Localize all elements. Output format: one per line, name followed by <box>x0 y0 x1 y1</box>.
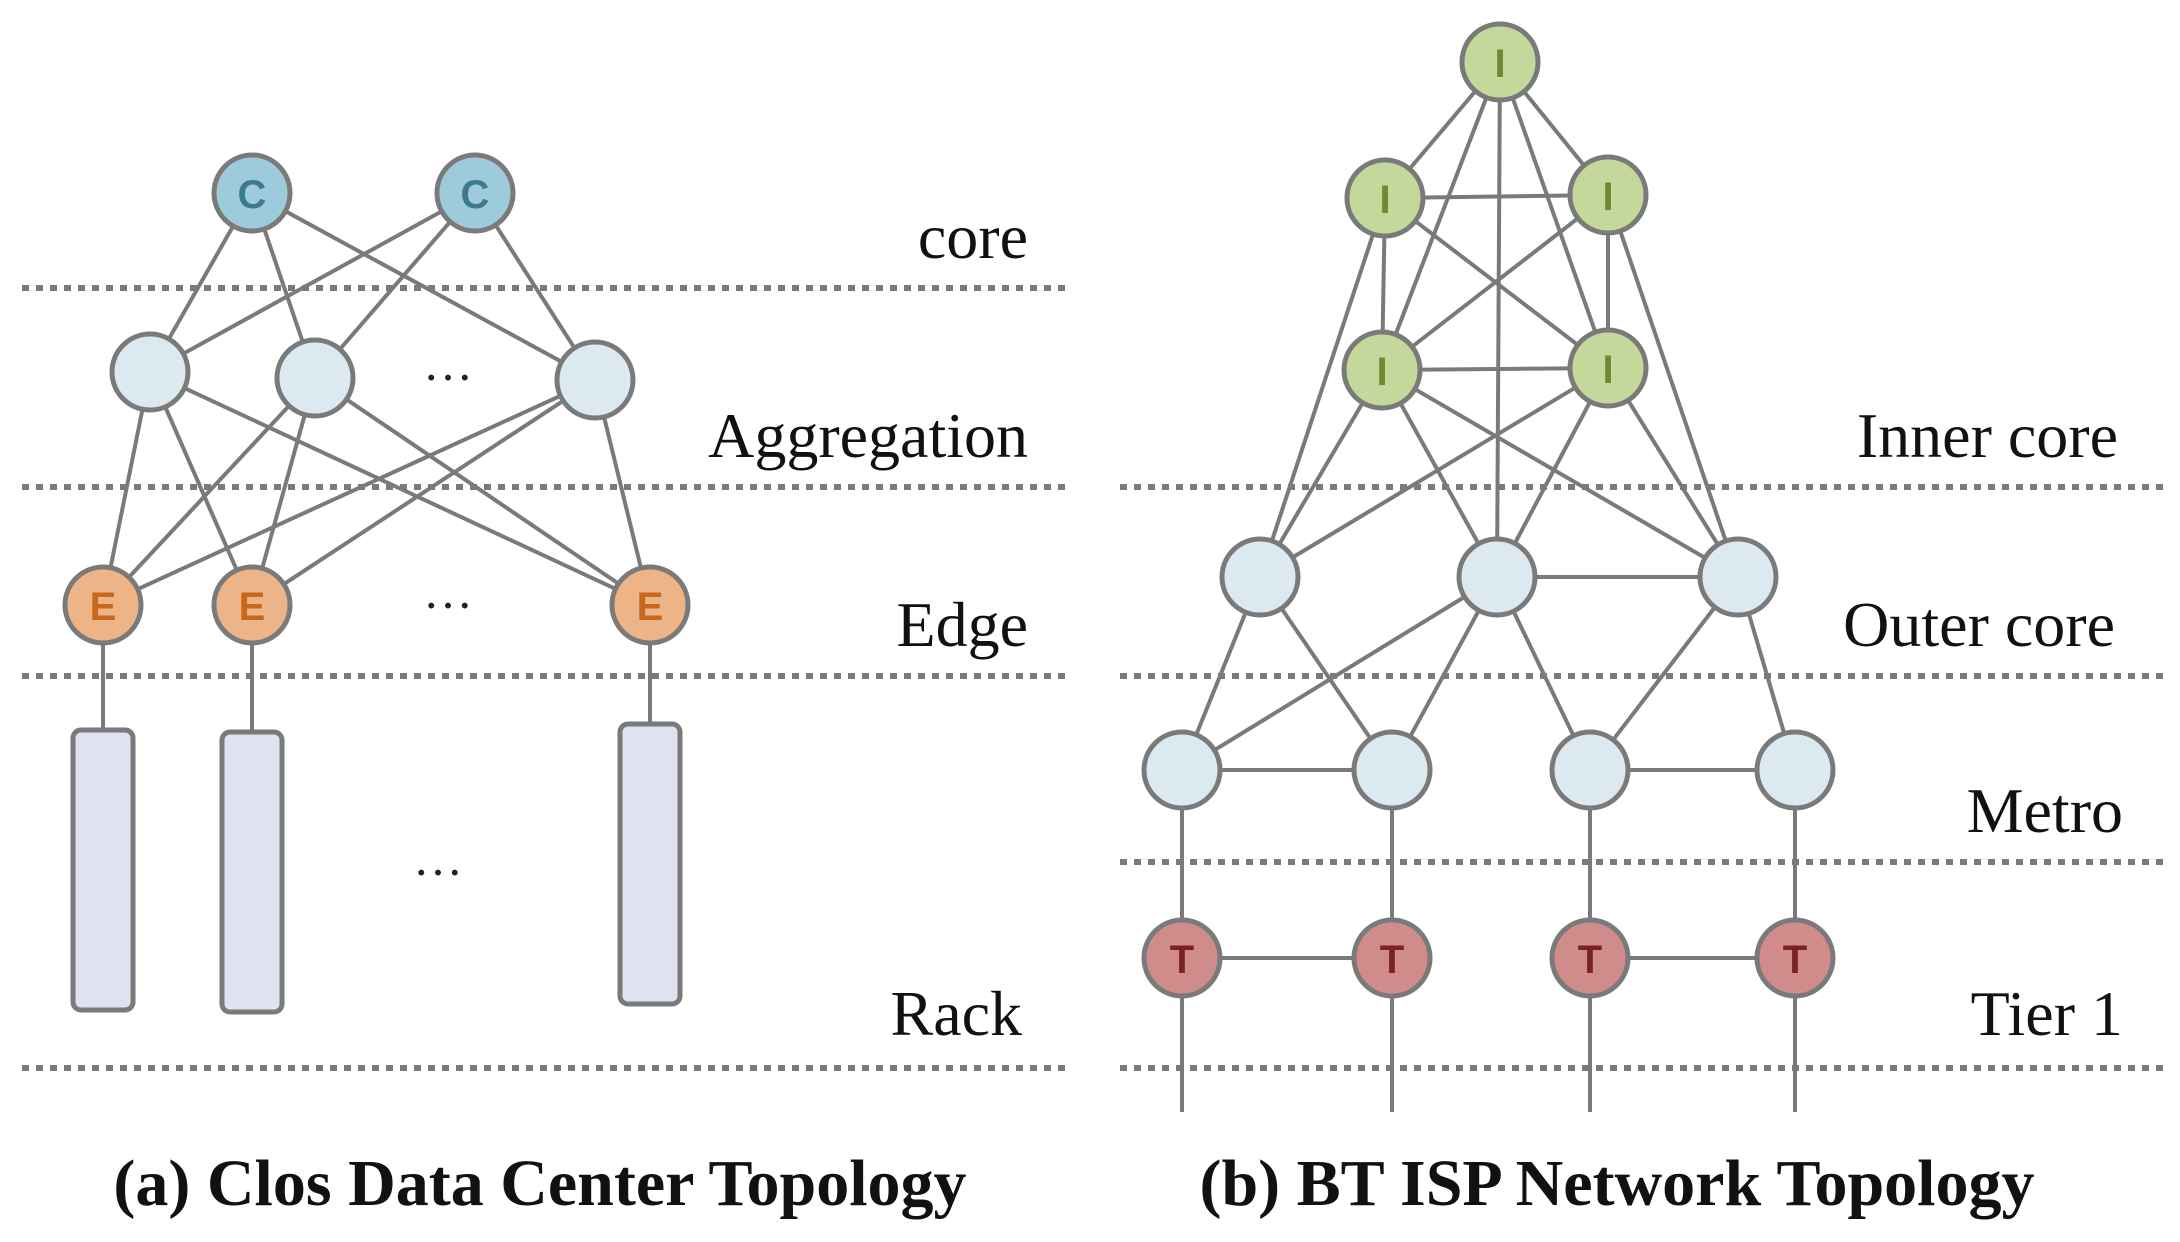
bt-inner-core-links <box>1258 60 1740 579</box>
clos-aggregation-node-1 <box>109 331 191 413</box>
layer-label-core: core <box>918 201 1028 272</box>
layer-label-aggregation: Aggregation <box>708 400 1028 471</box>
bt-isp-panel: I I I I I T <box>1120 21 2165 1220</box>
layer-label-metro: Metro <box>1967 775 2123 846</box>
bt-tier1-links <box>1180 770 1797 1112</box>
rack-ellipsis: … <box>413 830 463 886</box>
bt-isp-caption: (b) BT ISP Network Topology <box>1200 1147 2035 1220</box>
clos-caption: (a) Clos Data Center Topology <box>113 1147 966 1220</box>
edge-node-letter: E <box>239 585 266 629</box>
tier1-node-letter: T <box>1578 938 1602 982</box>
bt-inner-node-low-right: I <box>1567 327 1649 409</box>
inner-node-letter: I <box>1379 178 1390 222</box>
inner-node-letter: I <box>1602 175 1613 219</box>
clos-aggregation-node-2 <box>274 337 356 419</box>
clos-edge-node-2: E <box>211 564 293 646</box>
bt-tier1-node-3: T <box>1549 917 1631 999</box>
bt-outer-node-3 <box>1697 536 1779 618</box>
core-node-letter: C <box>461 173 490 217</box>
rack-1 <box>70 727 136 1013</box>
bt-metro-node-4 <box>1754 729 1836 811</box>
layer-label-outer-core: Outer core <box>1843 589 2115 660</box>
bt-metro-node-2 <box>1351 729 1433 811</box>
clos-edge-node-1: E <box>62 564 144 646</box>
bt-outer-node-1 <box>1219 536 1301 618</box>
layer-label-edge: Edge <box>897 589 1029 660</box>
layer-label-rack: Rack <box>891 978 1023 1049</box>
clos-core-node-2: C <box>434 152 516 234</box>
tier1-node-letter: T <box>1380 938 1404 982</box>
edge-ellipsis: … <box>423 563 473 619</box>
edge-node-letter: E <box>637 585 664 629</box>
tier1-node-letter: T <box>1783 938 1807 982</box>
bt-inner-node-low-left: I <box>1341 329 1423 411</box>
bt-inner-node-top: I <box>1459 21 1541 103</box>
bt-metro-node-1 <box>1141 729 1223 811</box>
inner-node-letter: I <box>1602 348 1613 392</box>
rack-3 <box>617 721 683 1007</box>
bt-inner-node-mid-left: I <box>1344 157 1426 239</box>
bt-inner-node-mid-right: I <box>1567 154 1649 236</box>
inner-node-letter: I <box>1376 350 1387 394</box>
bt-tier1-node-2: T <box>1351 917 1433 999</box>
inner-node-letter: I <box>1494 42 1505 86</box>
clos-edge-node-3: E <box>609 564 691 646</box>
layer-label-inner-core: Inner core <box>1857 400 2118 471</box>
bt-tier1-node-1: T <box>1141 917 1223 999</box>
clos-panel: C C … E E E … … core Aggregat <box>22 152 1070 1220</box>
core-node-letter: C <box>238 173 267 217</box>
bt-outer-node-2 <box>1456 536 1538 618</box>
rack-2 <box>219 729 285 1015</box>
layer-label-tier1: Tier 1 <box>1971 978 2123 1049</box>
edge-node-letter: E <box>90 585 117 629</box>
clos-rack-links <box>101 645 652 732</box>
clos-core-node-1: C <box>211 152 293 234</box>
bt-tier1-node-4: T <box>1754 917 1836 999</box>
clos-aggregation-node-3 <box>554 339 636 421</box>
tier1-node-letter: T <box>1170 938 1194 982</box>
bt-metro-node-3 <box>1549 729 1631 811</box>
aggregation-ellipsis: … <box>423 335 473 391</box>
